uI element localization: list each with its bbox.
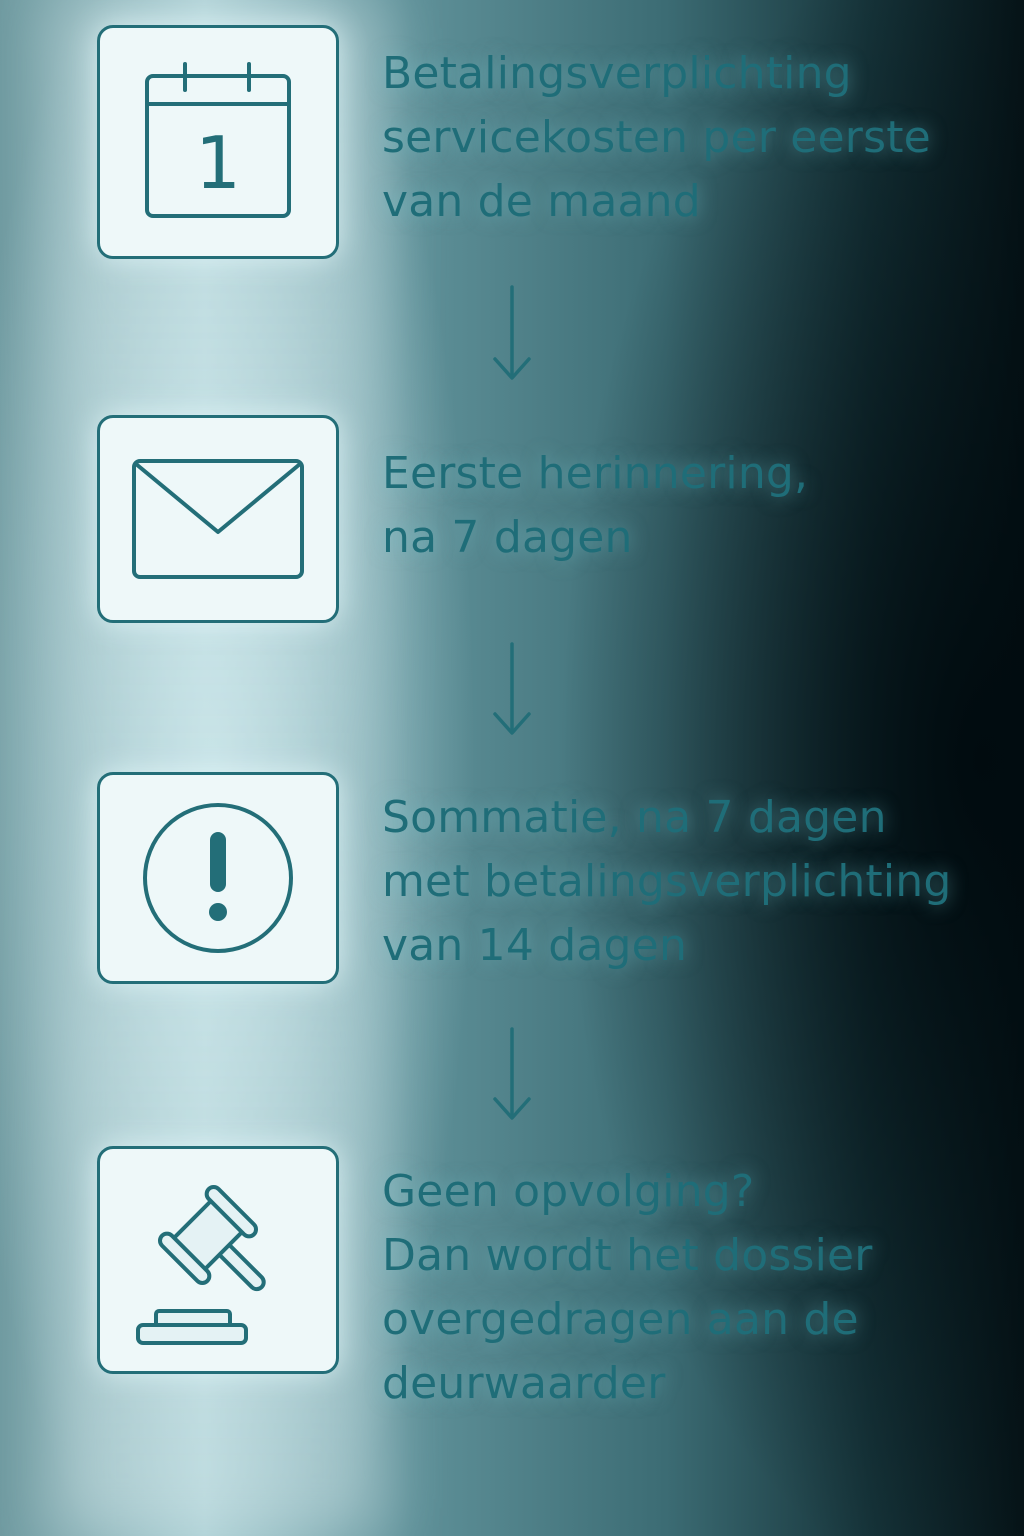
exclamation-circle-icon bbox=[143, 803, 293, 953]
step-1-line-3: van de maand bbox=[382, 176, 701, 227]
step-4-line-4: deurwaarder bbox=[382, 1358, 666, 1409]
step-4-line-3: overgedragen aan de bbox=[382, 1294, 859, 1345]
step-1-line-1: Betalingsverplichting bbox=[382, 48, 852, 99]
step-4-line-1: Geen opvolging? bbox=[382, 1166, 755, 1217]
step-1-line-2: servicekosten per eerste bbox=[382, 112, 931, 163]
step-2-text: Eerste herinnering, na 7 dagen bbox=[382, 442, 1002, 570]
step-1-icon-box: 1 bbox=[97, 25, 339, 259]
arrow-down-icon bbox=[493, 285, 531, 380]
step-4-line-2: Dan wordt het dossier bbox=[382, 1230, 873, 1281]
arrow-down-icon bbox=[493, 1027, 531, 1120]
step-2-line-1: Eerste herinnering, bbox=[382, 448, 809, 499]
step-3-line-2: met betalingsverplichting bbox=[382, 856, 952, 907]
step-2-icon-box bbox=[97, 415, 339, 623]
step-4-icon-box bbox=[97, 1146, 339, 1374]
calendar-icon: 1 bbox=[145, 62, 291, 218]
step-3-line-3: van 14 dagen bbox=[382, 920, 688, 971]
envelope-icon bbox=[132, 459, 304, 579]
arrow-down-icon bbox=[493, 642, 531, 735]
step-1-text: Betalingsverplichting servicekosten per … bbox=[382, 42, 1002, 234]
calendar-day-number: 1 bbox=[195, 121, 241, 205]
step-3-icon-box bbox=[97, 772, 339, 984]
step-3-text: Sommatie, na 7 dagen met betalingsverpli… bbox=[382, 786, 1002, 978]
step-3-line-1: Sommatie, na 7 dagen bbox=[382, 792, 887, 843]
step-4-text: Geen opvolging? Dan wordt het dossier ov… bbox=[382, 1160, 1002, 1416]
gavel-icon bbox=[136, 1184, 266, 1345]
step-2-line-2: na 7 dagen bbox=[382, 512, 633, 563]
